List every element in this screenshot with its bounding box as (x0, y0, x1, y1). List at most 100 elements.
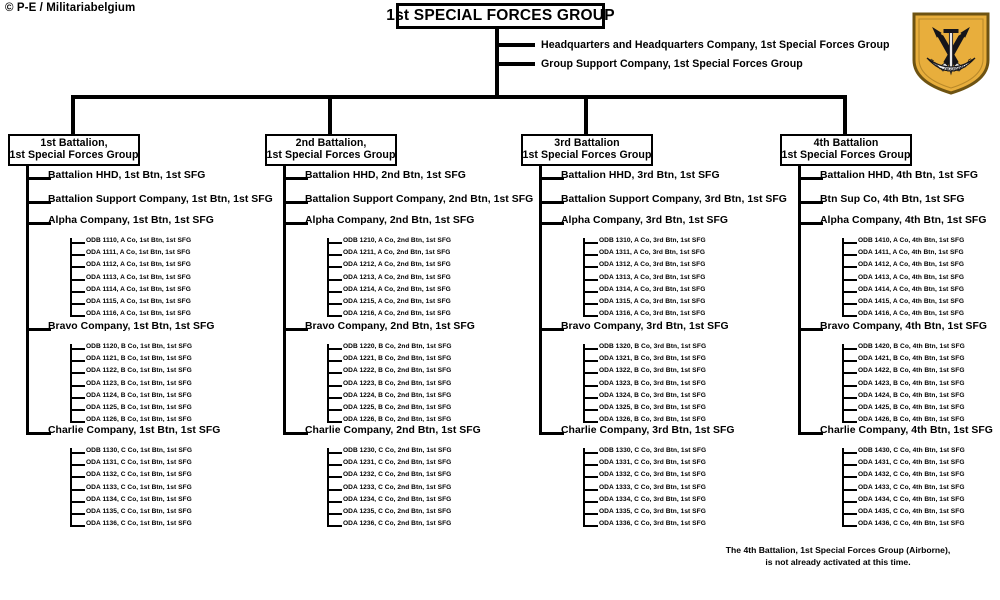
battalion-4-company-1-team-label-1: ODB 1410, A Co, 4th Btn, 1st SFG (858, 237, 965, 244)
battalion-2-company-3-team-spine (327, 448, 329, 528)
battalion-3-company-1-team-label-3: ODA 1312, A Co, 3rd Btn, 1st SFG (599, 261, 706, 269)
battalion-1-company-1-team-label-3: ODA 1112, A Co, 1st Btn, 1st SFG (86, 261, 191, 269)
battalion-3-company-1-team-stub-4 (585, 278, 598, 281)
battalion-4-company-1-team-stub-1 (844, 242, 857, 244)
battalion-3-company-2-team-label-1: ODB 1320, B Co, 3rd Btn, 1st SFG (599, 343, 707, 350)
battalion-3-unit-label-1: Battalion HHD, 3rd Btn, 1st SFG (561, 170, 720, 181)
battalion-2-company-1-team-label-2: ODA 1211, A Co, 2nd Btn, 1st SFG (343, 249, 451, 257)
footnote-line-1: The 4th Battalion, 1st Special Forces Gr… (725, 545, 951, 555)
battalion-2-company-stub-3 (286, 432, 308, 435)
battalion-1-company-3-team-stub-1 (72, 452, 85, 454)
battalion-4-company-3-team-stub-6 (844, 513, 857, 515)
battalion-1-company-3-team-stub-3 (72, 476, 85, 479)
battalion-4-company-2-team-label-4: ODA 1423, B Co, 4th Btn, 1st SFG (858, 379, 965, 387)
battalion-2-company-2-team-stub-1 (329, 348, 342, 350)
battalion-2-unit-stub-2 (286, 201, 308, 204)
svg-text:R: R (929, 57, 935, 63)
battalion-1-company-1-team-spine (70, 238, 72, 318)
svg-text:S: S (946, 67, 950, 72)
battalion-1-company-1-team-label-6: ODA 1115, A Co, 1st Btn, 1st SFG (86, 298, 191, 305)
battalion-2-company-1-team-stub-6 (329, 303, 342, 305)
battalion-3-company-1-team-spine (583, 238, 585, 318)
battalion-4-company-label-3: Charlie Company, 4th Btn, 1st SFG (820, 425, 993, 436)
battalion-1-company-1-team-stub-3 (72, 266, 85, 269)
battalion-4-company-label-2: Bravo Company, 4th Btn, 1st SFG (820, 321, 988, 332)
battalion-3-company-stub-3 (542, 432, 564, 435)
battalion-2-company-1-team-spine (327, 238, 329, 318)
battalion-2-unit-stub-1 (286, 177, 308, 180)
battalion-3-company-3-team-stub-2 (585, 464, 598, 467)
battalion-box-3-line2: 1st Special Forces Group (522, 149, 652, 161)
battalion-3-unit-stub-2 (542, 201, 564, 204)
battalion-4-company-3-team-stub-5 (844, 500, 857, 503)
battalion-1-company-2-team-label-4: ODA 1123, B Co, 1st Btn, 1st SFG (86, 379, 192, 387)
battalion-3-unit-stub-1 (542, 177, 564, 180)
svg-text:E: E (931, 60, 937, 65)
battalion-2-company-3-team-label-4: ODA 1233, C Co, 2nd Btn, 1st SFG (343, 483, 452, 491)
battalion-4-company-1-team-stub-4 (844, 278, 857, 281)
battalion-3-company-label-1: Alpha Company, 3rd Btn, 1st SFG (561, 215, 729, 226)
svg-text:E: E (952, 67, 956, 72)
battalion-3-company-label-2: Bravo Company, 3rd Btn, 1st SFG (561, 321, 729, 332)
battalion-3-company-1-team-label-7: ODA 1316, A Co, 3rd Btn, 1st SFG (599, 310, 706, 318)
svg-text:P: P (959, 65, 964, 71)
battalion-2-company-2-team-stub-4 (329, 384, 342, 387)
battalion-1-company-2-team-label-1: ODB 1120, B Co, 1st Btn, 1st SFG (86, 343, 193, 350)
battalion-3-company-3-team-label-2: ODA 1331, C Co, 3rd Btn, 1st SFG (599, 459, 706, 467)
battalion-1-company-3-team-label-1: ODB 1130, C Co, 1st Btn, 1st SFG (86, 447, 193, 454)
battalion-2-company-2-team-label-1: ODB 1220, B Co, 2nd Btn, 1st SFG (343, 343, 452, 350)
battalion-3-company-2-team-label-6: ODA 1325, B Co, 3rd Btn, 1st SFG (599, 404, 706, 411)
battalion-4-company-1-team-label-3: ODA 1412, A Co, 4th Btn, 1st SFG (858, 261, 965, 269)
battalion-4-company-3-team-stub-1 (844, 452, 857, 454)
battalion-3-company-3-team-spine (583, 448, 585, 528)
battalion-1-company-1-team-stub-2 (72, 254, 85, 257)
battalion-3-company-stub-1 (542, 222, 564, 225)
battalion-4-company-2-team-label-7: ODA 1426, B Co, 4th Btn, 1st SFG (858, 416, 965, 424)
battalion-4-company-1-team-stub-5 (844, 290, 857, 293)
root-trunk-vertical (495, 29, 499, 99)
battalion-1-company-2-team-stub-2 (72, 360, 85, 363)
battalion-1-company-label-2: Bravo Company, 1st Btn, 1st SFG (48, 321, 215, 332)
battalion-1-company-3-team-label-7: ODA 1136, C Co, 1st Btn, 1st SFG (86, 520, 192, 528)
battalion-3-company-1-team-label-6: ODA 1315, A Co, 3rd Btn, 1st SFG (599, 298, 706, 305)
battalion-3-company-3-team-stub-6 (585, 513, 598, 515)
battalion-2-company-3-team-stub-4 (329, 488, 342, 491)
battalion-4-company-3-team-label-3: ODA 1432, C Co, 4th Btn, 1st SFG (858, 471, 965, 479)
battalion-4-company-1-team-spine (842, 238, 844, 318)
battalion-2-company-1-team-stub-4 (329, 278, 342, 281)
battalion-2-company-1-team-label-4: ODA 1213, A Co, 2nd Btn, 1st SFG (343, 273, 451, 281)
battalion-3-company-1-team-stub-6 (585, 303, 598, 305)
battalion-1-company-2-team-stub-7 (72, 421, 85, 424)
battalion-3-company-2-team-stub-4 (585, 384, 598, 387)
svg-text:P: P (957, 66, 962, 72)
battalion-4-company-2-team-stub-5 (844, 396, 857, 399)
battalion-3-company-2-team-label-5: ODA 1324, B Co, 3rd Btn, 1st SFG (599, 391, 706, 399)
battalion-4-company-1-team-stub-7 (844, 315, 857, 318)
battalion-2-company-1-team-label-6: ODA 1215, A Co, 2nd Btn, 1st SFG (343, 298, 451, 305)
battalion-4-company-3-team-label-1: ODB 1430, C Co, 4th Btn, 1st SFG (858, 447, 965, 454)
battalion-3-company-label-3: Charlie Company, 3rd Btn, 1st SFG (561, 425, 735, 436)
battalion-box-2-line2: 1st Special Forces Group (266, 149, 396, 161)
battalion-4-company-3-team-stub-3 (844, 476, 857, 479)
battalion-1-company-2-team-label-3: ODA 1122, B Co, 1st Btn, 1st SFG (86, 367, 192, 375)
hq-staff-stub-2 (499, 62, 535, 66)
battalion-3-company-2-team-spine (583, 344, 585, 424)
battalion-1-company-3-team-stub-4 (72, 488, 85, 491)
battalion-4-company-1-team-stub-2 (844, 254, 857, 257)
battalion-2-company-1-team-label-1: ODB 1210, A Co, 2nd Btn, 1st SFG (343, 237, 452, 244)
battalion-2-company-3-team-label-6: ODA 1235, C Co, 2nd Btn, 1st SFG (343, 508, 452, 515)
battalion-3-company-1-team-label-1: ODB 1310, A Co, 3rd Btn, 1st SFG (599, 237, 706, 244)
battalion-box-1: 1st Battalion, 1st Special Forces Group (8, 134, 140, 166)
battalion-3-company-stub-2 (542, 328, 564, 331)
svg-text:I: I (936, 64, 940, 69)
battalion-1-company-1-team-stub-4 (72, 278, 85, 281)
battalion-drop-line-2 (328, 95, 332, 134)
battalion-4-spine (798, 166, 801, 435)
battalion-4-company-2-team-stub-3 (844, 372, 857, 375)
battalion-box-4: 4th Battalion 1st Special Forces Group (780, 134, 912, 166)
battalion-4-company-3-team-stub-2 (844, 464, 857, 467)
battalion-2-company-stub-2 (286, 328, 308, 331)
battalion-3-company-1-team-label-2: ODA 1311, A Co, 3rd Btn, 1st SFG (599, 249, 706, 257)
